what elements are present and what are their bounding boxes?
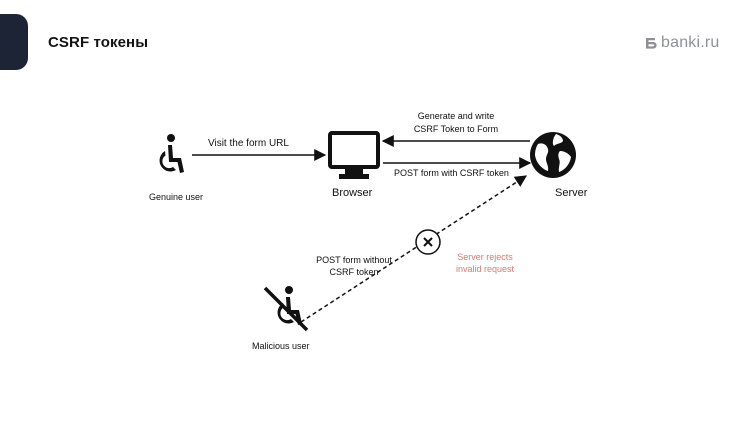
generate-token-line1: Generate and write xyxy=(417,111,495,121)
genuine-user-icon xyxy=(159,134,184,173)
genuine-user-label: Genuine user xyxy=(149,192,204,202)
malicious-user-label: Malicious user xyxy=(252,341,310,351)
browser-label: Browser xyxy=(332,187,373,199)
slide-side-tab xyxy=(0,14,28,70)
generate-token-label: Generate and write CSRF Token to Form xyxy=(404,110,508,136)
reject-x-icon xyxy=(415,229,441,255)
post-without-token-label: POST form without CSRF token xyxy=(306,254,402,278)
banki-logo-icon xyxy=(646,38,657,49)
generate-token-line2: CSRF Token to Form xyxy=(413,124,499,134)
server-rejects-line2: invalid request xyxy=(455,264,515,274)
post-without-token-line2: CSRF token xyxy=(329,267,379,277)
server-label: Server xyxy=(555,187,588,199)
logo-text: banki.ru xyxy=(661,34,720,51)
server-rejects-label: Server rejects invalid request xyxy=(447,251,523,275)
edge-post-without-token xyxy=(300,175,528,323)
server-rejects-line1: Server rejects xyxy=(457,252,513,262)
malicious-user-icon xyxy=(263,286,309,332)
visit-form-label: Visit the form URL xyxy=(208,138,289,149)
browser-icon xyxy=(328,131,380,179)
post-with-token-label: POST form with CSRF token xyxy=(394,168,509,178)
slide-title: CSRF токены xyxy=(48,34,149,51)
banki-logo: banki.ru xyxy=(644,33,720,53)
server-globe-icon xyxy=(530,132,576,178)
post-without-token-line1: POST form without xyxy=(316,255,392,265)
